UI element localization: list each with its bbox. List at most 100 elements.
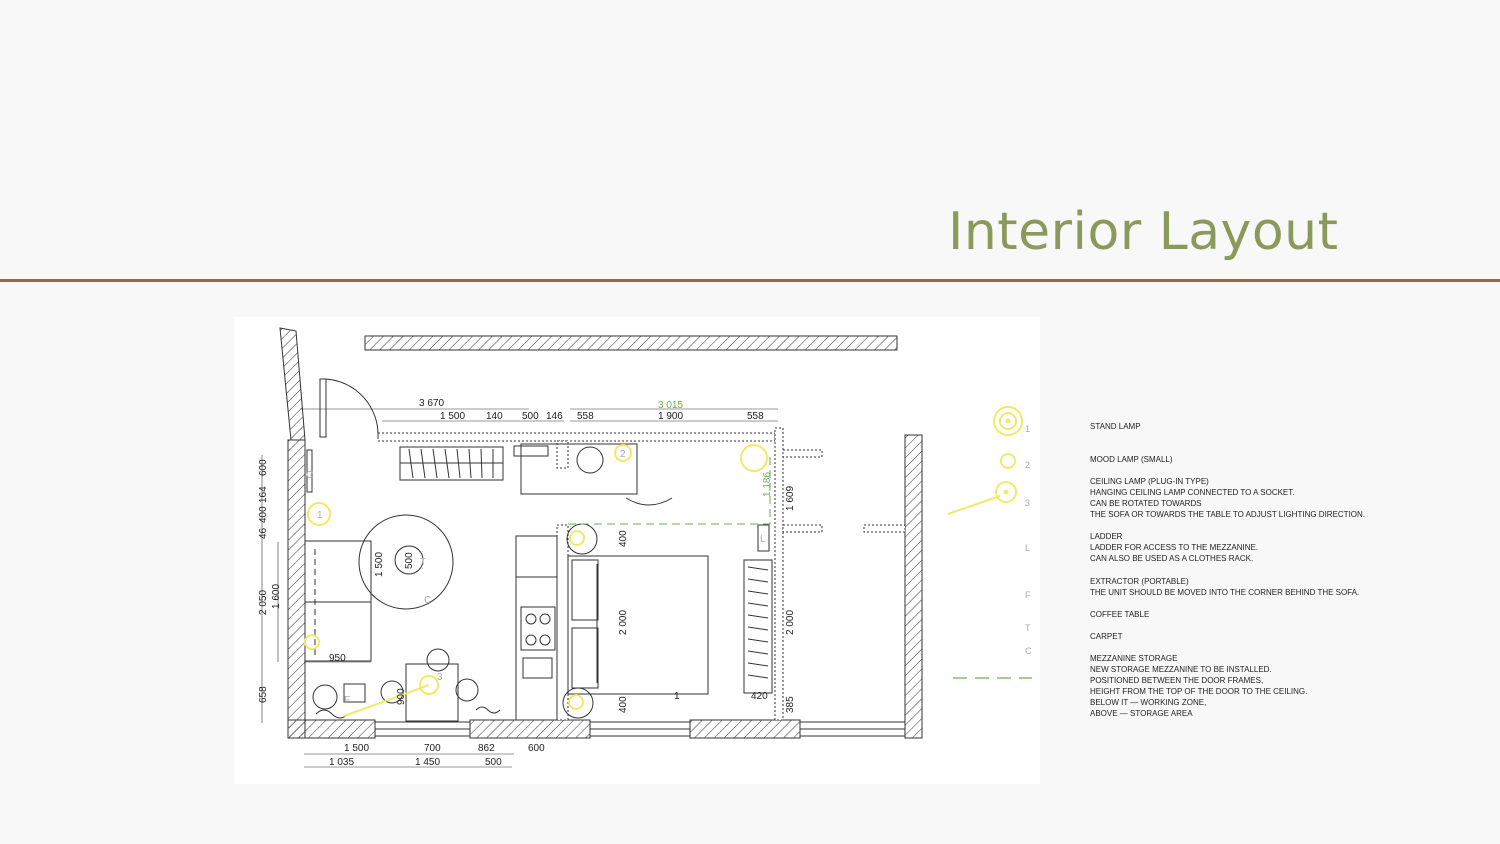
stand-lamp-icon: [993, 406, 1023, 436]
dim-wardrobe: 420: [751, 691, 768, 702]
legend-line: BELOW IT — WORKING ZONE,: [1090, 698, 1207, 707]
bottom-wall-2: [469, 719, 591, 739]
label-lamp-3: 3: [437, 672, 443, 683]
mood-lamp-icon: [304, 634, 320, 650]
dim-bottom-7: 500: [485, 757, 502, 768]
dim-top-4: 146: [546, 411, 563, 422]
extractor: [343, 683, 366, 703]
bottom-wall-1: [287, 719, 376, 739]
label-lamp-1: 1: [317, 510, 323, 521]
dim-right-3: 558: [747, 411, 764, 422]
bed: [567, 555, 709, 695]
plant: [312, 684, 338, 710]
legend-line: CARPET: [1090, 632, 1123, 641]
dim-left-c: 400: [258, 506, 269, 523]
dim-dining: 900: [396, 688, 407, 705]
dim-top-2: 140: [486, 411, 503, 422]
mood-lamp-icon: [568, 694, 584, 710]
legend-item-mezzanine: MEZZANINE STORAGE NEW STORAGE MEZZANINE …: [1090, 653, 1307, 719]
dim-overall-left: 3 670: [419, 398, 444, 409]
dim-left-e: 2 050: [258, 590, 269, 615]
label-gas: G: [306, 470, 314, 481]
top-wall: [364, 335, 898, 351]
sofa: [304, 540, 372, 662]
legend-line: LADDER FOR ACCESS TO THE MEZZANINE.: [1090, 543, 1259, 552]
label-table: T: [420, 557, 426, 568]
label-marker: 1: [674, 691, 680, 702]
mezzanine-outline: [568, 457, 771, 525]
label-ladder: L: [760, 534, 766, 545]
dim-bed-bottom: 400: [618, 696, 629, 713]
legend-line: THE UNIT SHOULD BE MOVED INTO THE CORNER…: [1090, 588, 1360, 597]
ceiling-lamp-icon: [947, 481, 1017, 515]
mood-lamp-icon: [1000, 453, 1016, 469]
dim-top-1: 1 500: [440, 411, 465, 422]
walls: [279, 327, 923, 739]
legend-code-1: 1: [1025, 424, 1031, 434]
legend-item-coffee-table: COFFEE TABLE: [1090, 609, 1149, 620]
floor-plan-drawing: 3 670 1 500 140 500 146 3 015 558 1 900 …: [258, 327, 923, 768]
bottom-wall-3: [689, 719, 801, 739]
angled-wall: [279, 327, 306, 441]
dim-bed-top: 400: [618, 530, 629, 547]
dim-left-f: 1 600: [271, 584, 282, 609]
title-divider: [0, 279, 1500, 282]
dim-mezzanine: 1 186: [762, 472, 773, 497]
legend-line: CAN ALSO BE USED AS A CLOTHES RACK.: [1090, 554, 1254, 563]
legend-line: ABOVE — STORAGE AREA: [1090, 709, 1193, 718]
dim-bottom-4: 600: [528, 743, 545, 754]
right-wall: [904, 434, 923, 739]
stand-lamp-icon: [307, 502, 331, 526]
floor-plan: 3 670 1 500 140 500 146 3 015 558 1 900 …: [234, 317, 1040, 784]
dim-left-g: 658: [258, 686, 269, 703]
mood-lamp-icon: [569, 530, 585, 546]
plant-2: [576, 446, 604, 474]
legend-symbols: [947, 406, 1032, 679]
dim-right-room-3: 385: [785, 696, 796, 713]
legend-line: POSITIONED BETWEEN THE DOOR FRAMES,: [1090, 676, 1264, 685]
dim-bottom-6: 1 450: [415, 757, 440, 768]
legend-code-c: C: [1025, 646, 1032, 656]
slide-title: Interior Layout: [948, 202, 1339, 262]
legend-line: NEW STORAGE MEZZANINE TO BE INSTALLED.: [1090, 665, 1272, 674]
legend-line: MOOD LAMP (SMALL): [1090, 455, 1173, 464]
legend-line: STAND LAMP: [1090, 422, 1141, 431]
dim-bottom-3: 862: [478, 743, 495, 754]
legend-item-carpet: CARPET: [1090, 631, 1122, 642]
label-carpet: C: [424, 595, 431, 606]
living-area: [304, 514, 501, 722]
legend-line: MEZZANINE STORAGE: [1090, 654, 1178, 663]
legend-line: THE SOFA OR TOWARDS THE TABLE TO ADJUST …: [1090, 510, 1366, 519]
ladder: [757, 524, 770, 552]
legend-code-3: 3: [1025, 498, 1031, 508]
legend-line: HANGING CEILING LAMP CONNECTED TO A SOCK…: [1090, 488, 1295, 497]
dim-right-room-2: 2 000: [785, 610, 796, 635]
dim-left-b: 164: [258, 486, 269, 503]
legend-item-ladder: LADDER LADDER FOR ACCESS TO THE MEZZANIN…: [1090, 531, 1258, 564]
partitions: [377, 427, 906, 721]
ladder-rack: [743, 559, 773, 694]
legend-line: CEILING LAMP (PLUG-IN TYPE): [1090, 477, 1209, 486]
dim-bottom-1: 1 500: [344, 743, 369, 754]
dim-right-2: 1 900: [658, 411, 683, 422]
dim-left-d: 46: [258, 527, 269, 539]
legend-item-stand-lamp: STAND LAMP: [1090, 421, 1141, 432]
label-extractor: F: [344, 695, 350, 706]
dim-bottom-2: 700: [424, 743, 441, 754]
bedroom: [520, 443, 773, 719]
dim-sofa: 950: [329, 653, 346, 664]
dim-bed-length: 2 000: [618, 610, 629, 635]
legend-line: LADDER: [1090, 532, 1123, 541]
windows: [374, 721, 906, 737]
wardrobe: [306, 445, 549, 493]
dim-carpet: 1 500: [374, 552, 385, 577]
legend-code-f: F: [1025, 590, 1031, 600]
ceiling-lamp-icon: [419, 675, 439, 695]
legend-item-ceiling-lamp: CEILING LAMP (PLUG-IN TYPE) HANGING CEIL…: [1090, 476, 1365, 520]
kitchen: [515, 535, 558, 721]
legend-line: EXTRACTOR (PORTABLE): [1090, 577, 1189, 586]
legend-code-2: 2: [1025, 460, 1031, 470]
dim-overall-right: 3 015: [658, 400, 683, 411]
dimension-lines: [261, 408, 778, 768]
coffee-table: [394, 545, 424, 575]
